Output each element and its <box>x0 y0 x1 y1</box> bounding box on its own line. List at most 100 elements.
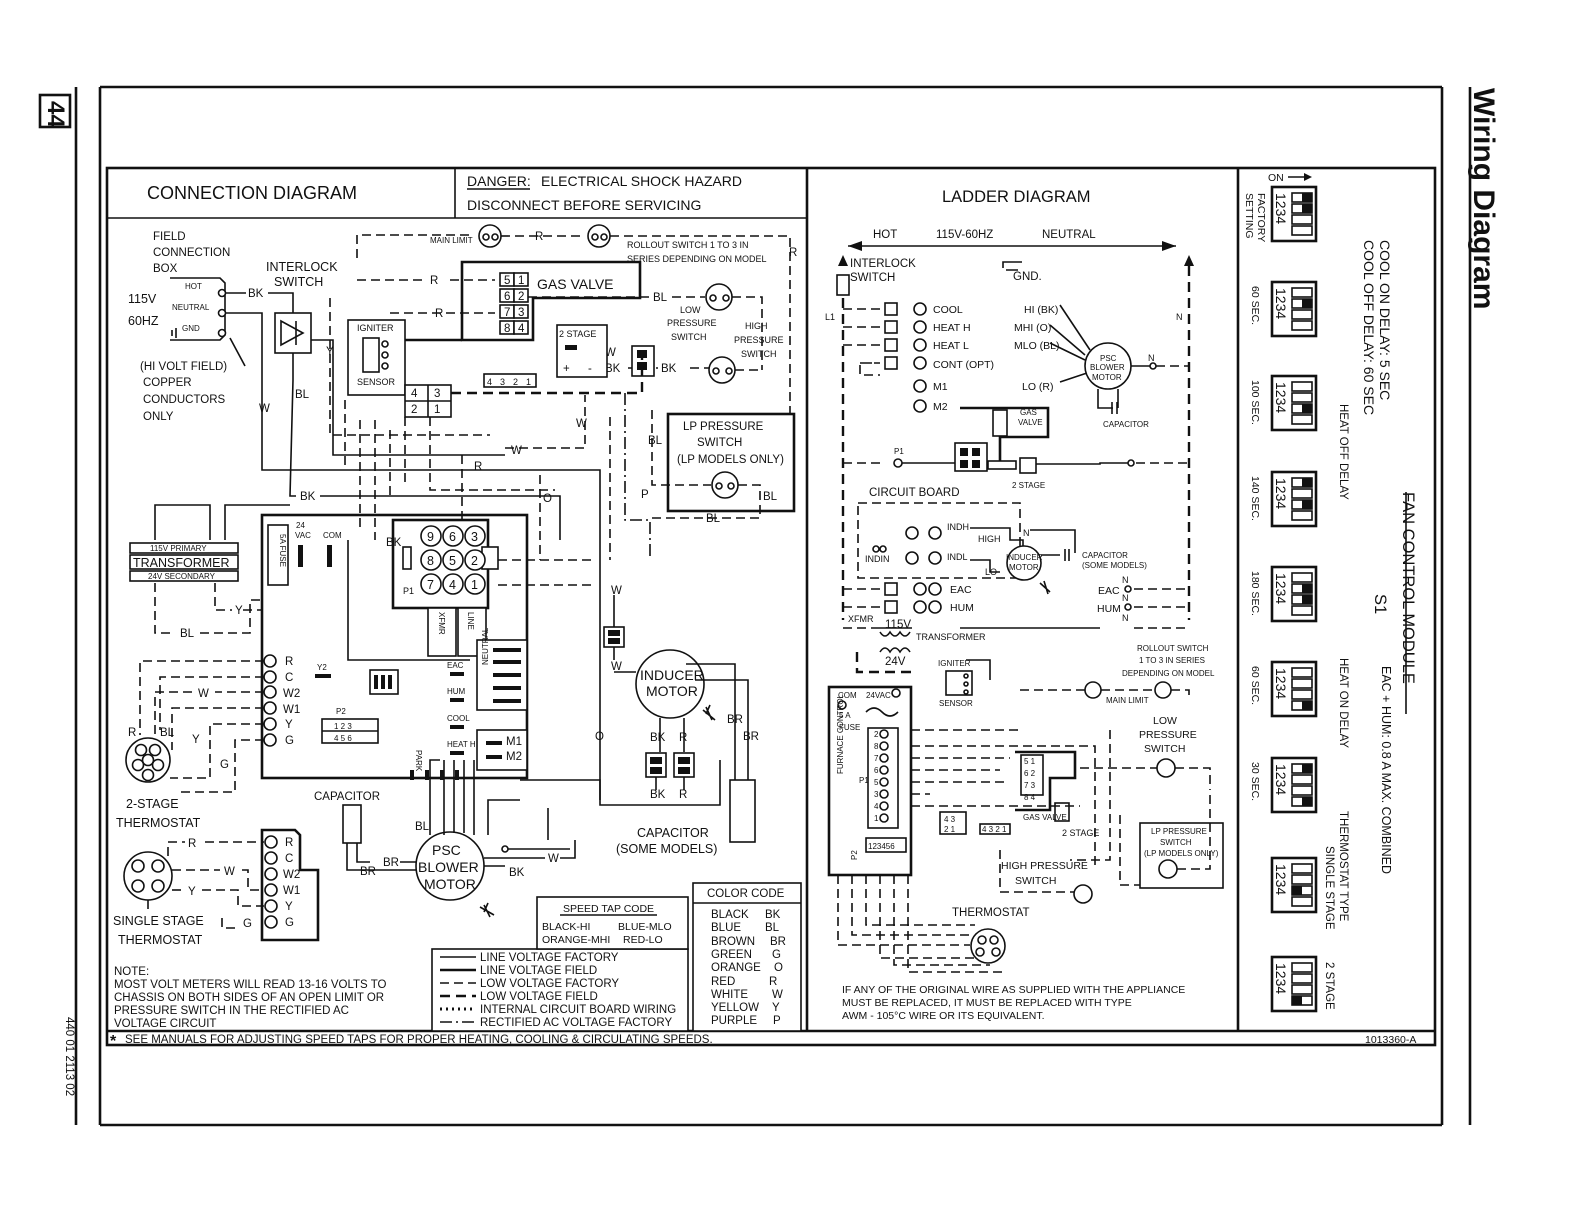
svg-text:GND: GND <box>182 324 200 333</box>
single-stage-thermostat: SINGLE STAGE THERMOSTAT R C W2 W1 Y G R … <box>113 828 320 947</box>
svg-text:BK: BK <box>300 491 316 503</box>
svg-text:BK: BK <box>605 363 621 375</box>
thermostat-type: THERMOSTAT TYPE <box>1337 811 1349 922</box>
svg-text:BK: BK <box>765 909 781 921</box>
line-voltage-wiring: BK W BL BK Y <box>154 288 601 800</box>
svg-text:SWITCH: SWITCH <box>671 332 707 342</box>
svg-text:7: 7 <box>427 578 434 592</box>
svg-text:C: C <box>285 853 293 865</box>
part-number: 1013360-A <box>1365 1034 1416 1046</box>
svg-text:CONT (OPT): CONT (OPT) <box>933 359 994 371</box>
svg-text:PSC: PSC <box>1100 354 1117 363</box>
document-id: 440 01 2113 02 <box>63 1017 75 1096</box>
svg-text:NEUTRAL: NEUTRAL <box>172 303 210 312</box>
svg-text:W: W <box>611 585 622 597</box>
dip-switch-digits: 1234 <box>1273 668 1289 699</box>
svg-text:INDH: INDH <box>947 522 969 532</box>
svg-text:BL: BL <box>180 628 195 640</box>
svg-text:24: 24 <box>296 521 305 530</box>
svg-text:O: O <box>595 731 604 743</box>
svg-text:MOST VOLT METERS WILL READ 13-: MOST VOLT METERS WILL READ 13-16 VOLTS T… <box>114 979 387 991</box>
ladder-notice: IF ANY OF THE ORIGINAL WIRE AS SUPPLIED … <box>842 984 1185 1022</box>
svg-text:MUST BE REPLACED, IT MUST BE R: MUST BE REPLACED, IT MUST BE REPLACED WI… <box>842 997 1132 1009</box>
svg-text:W: W <box>605 347 616 359</box>
svg-text:115V: 115V <box>885 619 911 631</box>
svg-text:HI (BK): HI (BK) <box>1024 304 1058 316</box>
svg-text:2 1: 2 1 <box>944 825 956 834</box>
svg-text:(SOME MODELS): (SOME MODELS) <box>1082 561 1147 570</box>
svg-text:ROLLOUT SWITCH: ROLLOUT SWITCH <box>1137 644 1209 653</box>
svg-text:IF ANY OF THE ORIGINAL WIRE AS: IF ANY OF THE ORIGINAL WIRE AS SUPPLIED … <box>842 984 1185 996</box>
svg-text:ROLLOUT SWITCH 1 TO 3 IN: ROLLOUT SWITCH 1 TO 3 IN <box>627 240 749 250</box>
svg-text:123456: 123456 <box>868 842 895 851</box>
svg-text:2 STAGE: 2 STAGE <box>1062 828 1099 838</box>
svg-text:1: 1 <box>874 814 879 823</box>
dip-switch-digits: 1234 <box>1273 288 1289 319</box>
ladder-circuit-board: CIRCUIT BOARD INDH INDL INDIN HIGH LO IN… <box>857 487 1147 595</box>
ladder-gas-valve-lower: 5 16 2 7 38 4 GAS VALVE 2 STAGE 4 32 1 4… <box>911 729 1140 893</box>
svg-text:2: 2 <box>513 377 518 387</box>
svg-text:P1: P1 <box>894 447 904 456</box>
svg-text:BLUE-MLO: BLUE-MLO <box>618 921 672 933</box>
svg-text:BK: BK <box>650 789 666 801</box>
svg-text:SINGLE STAGE: SINGLE STAGE <box>113 914 204 928</box>
svg-text:1: 1 <box>526 377 531 387</box>
svg-text:SWITCH: SWITCH <box>274 275 323 289</box>
svg-text:N: N <box>1023 528 1030 538</box>
heat-on-delay: HEAT ON DELAY <box>1337 658 1349 748</box>
dip-switch-digits: 1234 <box>1273 193 1289 224</box>
svg-text:R: R <box>285 656 293 668</box>
svg-text:COM: COM <box>838 691 857 700</box>
svg-text:3: 3 <box>518 307 524 319</box>
fan-control-module: ON <box>1268 172 1312 184</box>
ladder-furnace-control: COM 24VAC 5 A FUSE FURNACE CONTROL 28 76… <box>827 685 913 877</box>
dip-switch-digits: 1234 <box>1273 963 1289 994</box>
svg-text:INTERNAL CIRCUIT BOARD WIRING: INTERNAL CIRCUIT BOARD WIRING <box>480 1004 676 1016</box>
svg-text:P2: P2 <box>850 850 859 860</box>
svg-text:LOW: LOW <box>680 305 701 315</box>
svg-text:N: N <box>1122 613 1129 623</box>
svg-text:MHI (O): MHI (O) <box>1014 322 1051 334</box>
svg-text:G: G <box>285 917 294 929</box>
svg-text:BK: BK <box>248 288 264 300</box>
svg-text:THERMOSTAT: THERMOSTAT <box>952 907 1030 919</box>
ladder-accessories: EAC N EAC HUM N HUM XFMR N 115V TRANSFOR… <box>843 575 1189 668</box>
svg-text:+: + <box>563 363 570 375</box>
svg-text:SWITCH: SWITCH <box>1015 875 1056 887</box>
svg-text:CAPACITOR: CAPACITOR <box>314 791 380 803</box>
svg-text:BLUE: BLUE <box>711 922 741 934</box>
svg-text:W: W <box>772 989 783 1001</box>
svg-text:BL: BL <box>763 491 778 503</box>
connection-diagram-title: CONNECTION DIAGRAM <box>147 183 357 203</box>
svg-text:60HZ: 60HZ <box>128 314 159 328</box>
field-connection-box: FIELD CONNECTION BOX HOT NEUTRAL GND 115… <box>128 231 246 423</box>
svg-text:CAPACITOR: CAPACITOR <box>1082 551 1128 560</box>
svg-text:Y: Y <box>772 1002 780 1014</box>
svg-text:MAIN LIMIT: MAIN LIMIT <box>430 236 473 245</box>
svg-text:W: W <box>576 418 587 430</box>
svg-text:HIGH PRESSURE: HIGH PRESSURE <box>1001 860 1088 872</box>
svg-text:BL: BL <box>653 292 668 304</box>
voltage-note: NOTE: MOST VOLT METERS WILL READ 13-16 V… <box>114 966 387 1030</box>
svg-text:LOW VOLTAGE FIELD: LOW VOLTAGE FIELD <box>480 991 598 1003</box>
svg-text:MOTOR: MOTOR <box>424 876 476 892</box>
svg-text:SENSOR: SENSOR <box>357 377 396 387</box>
danger-text: ELECTRICAL SHOCK HAZARD <box>541 173 742 189</box>
svg-text:BLACK-HI: BLACK-HI <box>542 921 590 933</box>
svg-text:R: R <box>285 837 293 849</box>
svg-text:LP PRESSURE: LP PRESSURE <box>683 421 764 433</box>
svg-text:5: 5 <box>874 778 879 787</box>
limit-circuit: MAIN LIMIT R R ROLLOUT SWITCH 1 TO 3 IN … <box>356 224 797 415</box>
svg-text:M1: M1 <box>506 736 522 748</box>
danger-label: DANGER: <box>467 173 531 189</box>
svg-text:R: R <box>435 308 443 320</box>
svg-text:7: 7 <box>504 307 510 319</box>
svg-text:3: 3 <box>434 388 440 400</box>
svg-text:PSC: PSC <box>432 842 461 858</box>
